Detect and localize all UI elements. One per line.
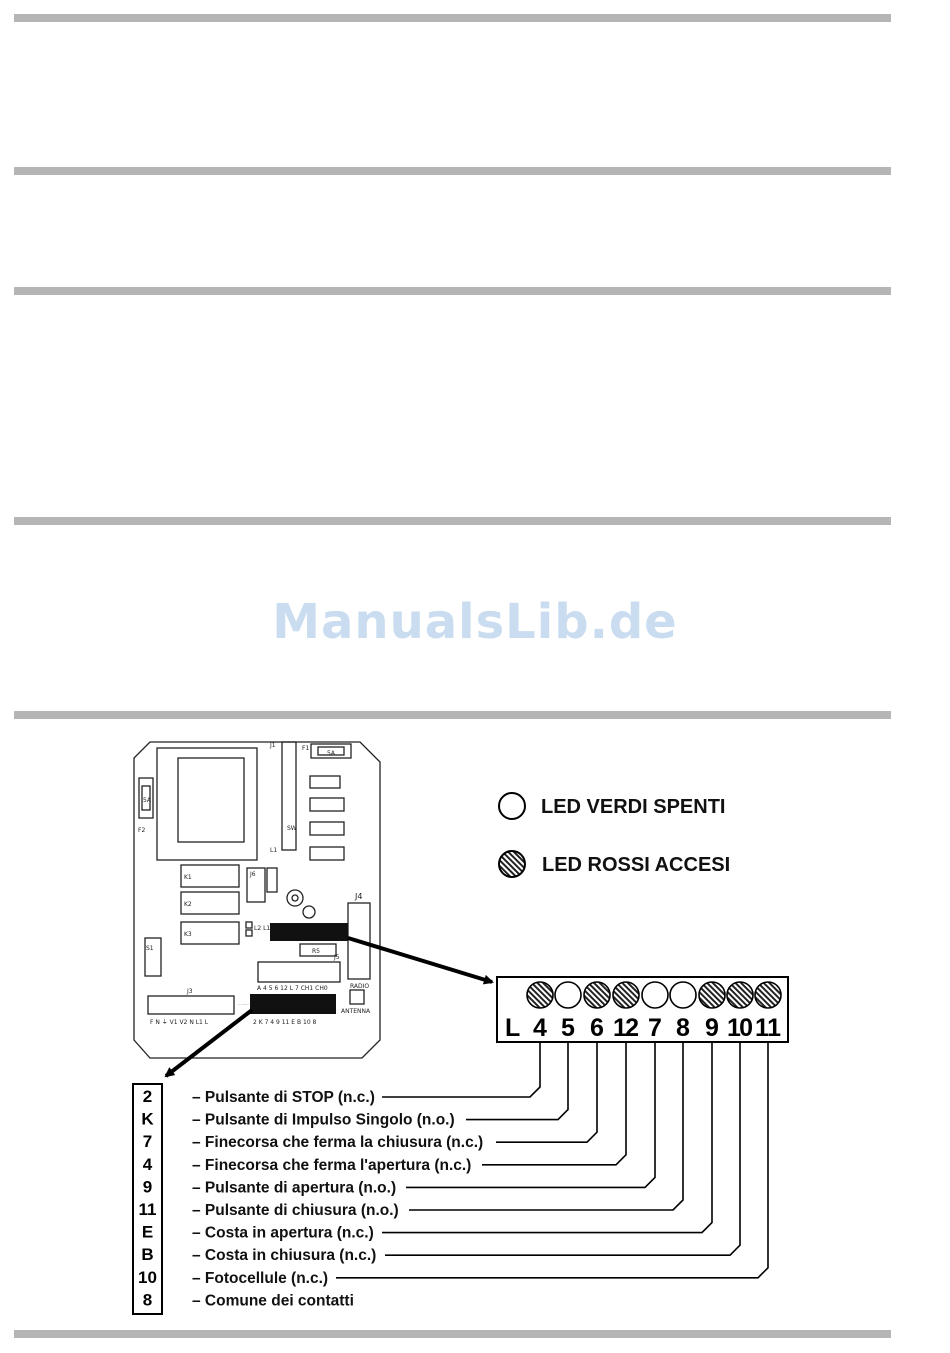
section-rule	[14, 167, 891, 175]
terminal-description: – Costa in apertura (n.c.)	[192, 1225, 374, 1242]
terminal-code: 7	[143, 1132, 152, 1151]
terminal-code: 8	[143, 1290, 152, 1309]
board-labels: 5A 5A F2 F1 J1 L1 SW K1 K2 K3 J6 S1 L2 L…	[138, 742, 371, 1026]
terminal-code: 11	[139, 1200, 157, 1219]
watermark: ManualsLib.de	[272, 594, 678, 650]
section-rule	[14, 711, 891, 719]
led-5	[554, 981, 582, 1009]
terminal-description: – Pulsante di apertura (n.o.)	[192, 1179, 396, 1196]
j4-label: J4	[354, 892, 362, 901]
red-led-on-icon	[498, 850, 526, 878]
r5-label: R5	[312, 948, 320, 955]
relay-k1	[180, 864, 240, 888]
terminal-description: – Finecorsa che ferma l'apertura (n.c.)	[192, 1157, 471, 1174]
j2-terminal-labels-visible: 2 K 7 4 9 11 E B 10 8	[253, 1019, 317, 1026]
l1-label: L1	[270, 847, 277, 854]
legend-red-on: LED ROSSI ACCESI	[542, 854, 730, 876]
terminal-code: B	[141, 1245, 153, 1264]
k2-label: K2	[184, 901, 192, 908]
connector-j3	[147, 995, 235, 1015]
led-connector-block	[270, 923, 348, 941]
relay-k2	[180, 891, 240, 915]
radio-label: RADIO	[350, 983, 369, 990]
antenna-label: ANTENNA	[341, 1008, 371, 1015]
led-number-7: 7	[648, 1014, 662, 1042]
led-10	[726, 981, 754, 1009]
relay-k3	[180, 921, 240, 945]
transformer	[156, 747, 258, 861]
connector-j5	[257, 961, 341, 983]
j5-terminal-labels: A 4 5 6 12 L 7 CH1 CH0	[257, 985, 328, 992]
terminal-block-j2	[250, 994, 336, 1014]
terminal-code: E	[142, 1223, 153, 1242]
led-6	[583, 981, 611, 1009]
led-11	[754, 981, 782, 1009]
terminal-description: – Pulsante di STOP (n.c.)	[192, 1089, 375, 1106]
terminal-code: K	[141, 1110, 154, 1129]
terminal-description: – Fotocellule (n.c.)	[192, 1270, 328, 1287]
section-rule	[14, 1330, 891, 1338]
j1-label: J1	[269, 742, 276, 749]
led-8	[669, 981, 697, 1009]
j5-label: J5	[333, 954, 340, 961]
s1-label: S1	[146, 945, 154, 952]
fuse-top-label: 5A	[327, 750, 336, 757]
led-number-5: 5	[561, 1014, 575, 1042]
f1-label: F1	[302, 745, 309, 752]
terminal-code: 2	[143, 1087, 152, 1106]
section-rule	[14, 14, 891, 22]
arrow-to-led-strip	[347, 936, 494, 985]
section-rule	[14, 287, 891, 295]
terminal-description: – Pulsante di Impulso Singolo (n.o.)	[192, 1112, 455, 1129]
sw-label: SW	[287, 825, 297, 832]
control-board	[133, 741, 381, 1059]
led-7	[641, 981, 669, 1009]
led-number-4: 4	[533, 1014, 547, 1042]
fuse-left-label: 5A	[143, 797, 152, 804]
green-led-off-icon	[498, 792, 526, 820]
terminal-description: – Finecorsa che ferma la chiusura (n.c.)	[192, 1134, 483, 1151]
terminal-code: 10	[138, 1268, 157, 1287]
led-12	[612, 981, 640, 1009]
resistor-r5	[299, 943, 337, 957]
arrow-to-terminal-list	[164, 1008, 254, 1078]
led-number-11: 11	[755, 1014, 781, 1042]
led-number-10: 10	[727, 1014, 753, 1042]
legend: LED VERDI SPENTI LED ROSSI ACCESI	[498, 792, 730, 878]
fuse-top	[310, 743, 352, 759]
leader-lines	[336, 1042, 769, 1279]
led-number-6: 6	[590, 1014, 604, 1042]
connector-j6	[246, 867, 266, 903]
led-number-8: 8	[676, 1014, 690, 1042]
j2-terminal-labels: 2 K 7 4 9 11 E B 10 8	[238, 1004, 249, 1006]
led-strip-prefix: L	[505, 1014, 520, 1042]
led-9	[698, 981, 726, 1009]
led-4	[526, 981, 554, 1009]
terminal-code: 4	[143, 1155, 153, 1174]
j3-terminal-labels: F N ⏚ V1 V2 N L1 L	[150, 1019, 209, 1026]
terminal-description: – Costa in chiusura (n.c.)	[192, 1247, 376, 1264]
switch-s1	[144, 937, 162, 977]
f2-label: F2	[138, 827, 145, 834]
k1-label: K1	[184, 874, 192, 881]
terminal-description: – Comune dei contatti	[192, 1292, 354, 1309]
j3-label: J3	[186, 988, 193, 995]
terminal-code: 9	[143, 1177, 152, 1196]
terminal-description: – Pulsante di chiusura (n.o.)	[192, 1202, 399, 1219]
led-number-9: 9	[705, 1014, 719, 1042]
k3-label: K3	[184, 931, 192, 938]
terminal-code-box	[132, 1083, 163, 1315]
led-number-12: 12	[613, 1014, 639, 1042]
antenna-connector	[349, 989, 365, 1005]
connector-j1	[281, 741, 297, 851]
section-rule	[14, 517, 891, 525]
j6-label: J6	[249, 871, 256, 878]
legend-green-off: LED VERDI SPENTI	[541, 796, 725, 818]
small-leds-label: L2 L1	[254, 925, 270, 932]
fuse-left	[138, 777, 154, 819]
terminal-list: 2 – Pulsante di STOP (n.c.) K – Pulsante di…	[132, 1083, 483, 1315]
